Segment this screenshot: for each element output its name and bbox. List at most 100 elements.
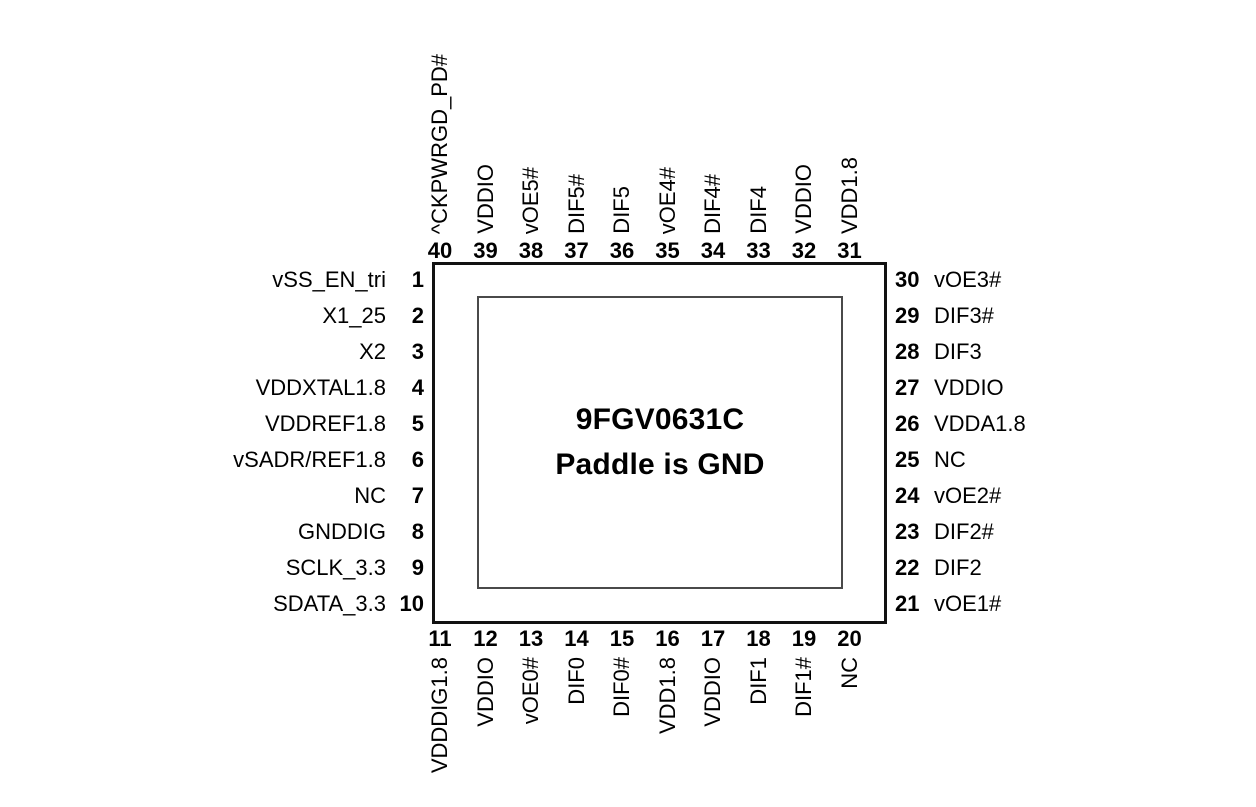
part-number-label: 9FGV0631C xyxy=(575,403,745,436)
pin-row-right: 23 DIF2# xyxy=(895,514,994,550)
pin-label-wrapper: NC xyxy=(827,657,873,807)
pin-number: 23 xyxy=(895,519,920,544)
pin-number: 40 xyxy=(427,238,453,263)
pin-label: DIF4 xyxy=(745,186,771,234)
pin-label: SCLK_3.3 xyxy=(285,555,386,580)
pin-label: vOE5# xyxy=(518,166,543,234)
pin-number: 19 xyxy=(791,626,817,651)
pin-number: 2 xyxy=(411,303,424,328)
pin-number: 10 xyxy=(399,591,424,616)
pin-number: 20 xyxy=(837,626,862,651)
pin-number: 36 xyxy=(609,238,635,263)
pin-number: 30 xyxy=(895,267,920,292)
pin-label-wrapper: VDDIO xyxy=(781,14,827,234)
pin-number: 6 xyxy=(411,447,424,472)
pin-row-left: VDDREF1.8 5 xyxy=(265,406,424,442)
pin-number: 34 xyxy=(700,238,726,263)
pin-number: 14 xyxy=(564,626,589,651)
pin-label: NC xyxy=(354,483,386,508)
pin-label-wrapper: DIF5# xyxy=(554,14,600,234)
pin-label: X2 xyxy=(359,339,386,364)
pin-label: DIF2# xyxy=(934,519,994,544)
pin-col-top: DIF4 33 xyxy=(736,14,782,262)
pin-label-wrapper: vOE4# xyxy=(645,14,691,234)
pin-label: VDDA1.8 xyxy=(934,411,1026,436)
pin-number: 5 xyxy=(411,411,424,436)
pin-label: VDDDIG1.8 xyxy=(427,657,452,774)
pin-label-wrapper: DIF4# xyxy=(690,14,736,234)
pin-label: VDDXTAL1.8 xyxy=(255,375,386,400)
pin-label: VDDIO xyxy=(472,657,498,727)
pin-number: 18 xyxy=(746,626,771,651)
pin-row-right: 28 DIF3 xyxy=(895,334,982,370)
pin-number: 22 xyxy=(895,555,920,580)
pin-label: vOE1# xyxy=(934,591,1002,616)
pin-label-wrapper: VDD1.8 xyxy=(645,657,691,807)
pin-col-top: DIF5 36 xyxy=(599,14,645,262)
pin-number: 37 xyxy=(564,238,589,263)
paddle-note-label: Paddle is GND xyxy=(555,447,765,481)
pin-label: X1_25 xyxy=(322,303,386,328)
pin-label-wrapper: vOE0# xyxy=(508,657,554,807)
pin-label: VDDIO xyxy=(472,164,498,234)
pin-label-wrapper: DIF0 xyxy=(554,657,600,807)
pin-number: 38 xyxy=(518,238,544,263)
pin-label: DIF0 xyxy=(563,657,589,705)
pin-label: SDATA_3.3 xyxy=(273,591,386,616)
pin-label-wrapper: VDDIO xyxy=(463,657,509,807)
pin-col-top: vOE5# 38 xyxy=(508,14,554,262)
pin-number: 31 xyxy=(837,238,862,263)
pin-label: VDDREF1.8 xyxy=(264,411,386,436)
chip-center-labels: 9FGV0631C Paddle is GND xyxy=(477,296,843,589)
pin-label-wrapper: VDDIO xyxy=(690,657,736,807)
pin-number: 32 xyxy=(791,238,817,263)
pin-col-top: vOE4#35 xyxy=(645,14,691,262)
pin-number: 33 xyxy=(746,238,771,263)
pin-label-wrapper: DIF5 xyxy=(599,14,645,234)
pin-number: 24 xyxy=(895,483,920,508)
pin-label-wrapper: DIF1# xyxy=(781,657,827,807)
pin-label: GNDDIG xyxy=(298,519,386,544)
pin-number: 29 xyxy=(895,303,920,328)
pin-number: 3 xyxy=(411,339,424,364)
pin-row-left: X2 3 xyxy=(359,334,424,370)
pin-col-top: ^CKPWRGD_PD# 40 xyxy=(417,14,463,262)
chip-paddle-outline xyxy=(477,296,843,589)
pin-label: ^CKPWRGD_PD# xyxy=(427,53,452,234)
pin-number: 26 xyxy=(895,411,920,436)
pin-row-left: SDATA_3.3 10 xyxy=(273,586,424,622)
pin-number: 4 xyxy=(411,375,424,400)
pin-label: DIF5# xyxy=(563,174,589,234)
pin-label-wrapper: VDDIO xyxy=(463,14,509,234)
pin-label: vOE4# xyxy=(654,166,680,234)
pin-number: 9 xyxy=(411,555,424,580)
pin-row-left: GNDDIG 8 xyxy=(298,514,424,550)
pin-label-wrapper: vOE5# xyxy=(508,14,554,234)
pin-number: 17 xyxy=(700,626,726,651)
pin-col-top: DIF5# 37 xyxy=(554,14,600,262)
pin-label-wrapper: DIF0# xyxy=(599,657,645,807)
pin-label: DIF3 xyxy=(934,339,982,364)
pin-number: 28 xyxy=(895,339,920,364)
pin-label: VDD1.8 xyxy=(654,657,680,735)
pin-number: 8 xyxy=(411,519,424,544)
